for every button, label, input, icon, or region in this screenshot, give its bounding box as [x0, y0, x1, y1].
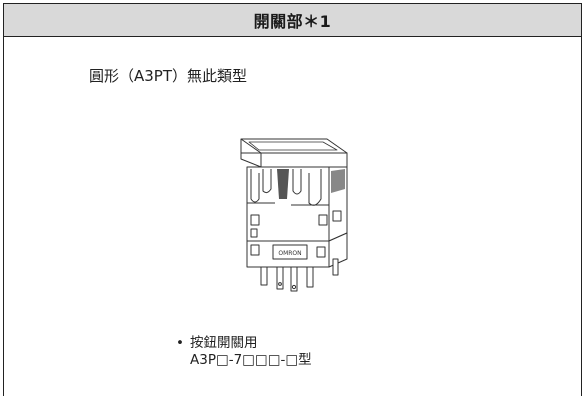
figure-label: OMRON	[278, 250, 301, 257]
usage-bullet: • 按鈕開關用 A3P□-7□□□-□型	[176, 335, 312, 369]
spec-panel: 開關部＊1 圓形（A3PT）無此類型 OM	[3, 3, 582, 396]
section-header: 開關部＊1	[4, 4, 581, 37]
section-title: 開關部＊1	[253, 12, 332, 31]
bullet-model: A3P□-7□□□-□型	[190, 352, 312, 368]
bullet-title: 按鈕開關用	[190, 335, 258, 351]
pushbutton-switch-illustration-icon: OMRON	[240, 138, 348, 292]
availability-note: 圓形（A3PT）無此類型	[89, 67, 248, 85]
bullet-dot: •	[176, 335, 184, 351]
